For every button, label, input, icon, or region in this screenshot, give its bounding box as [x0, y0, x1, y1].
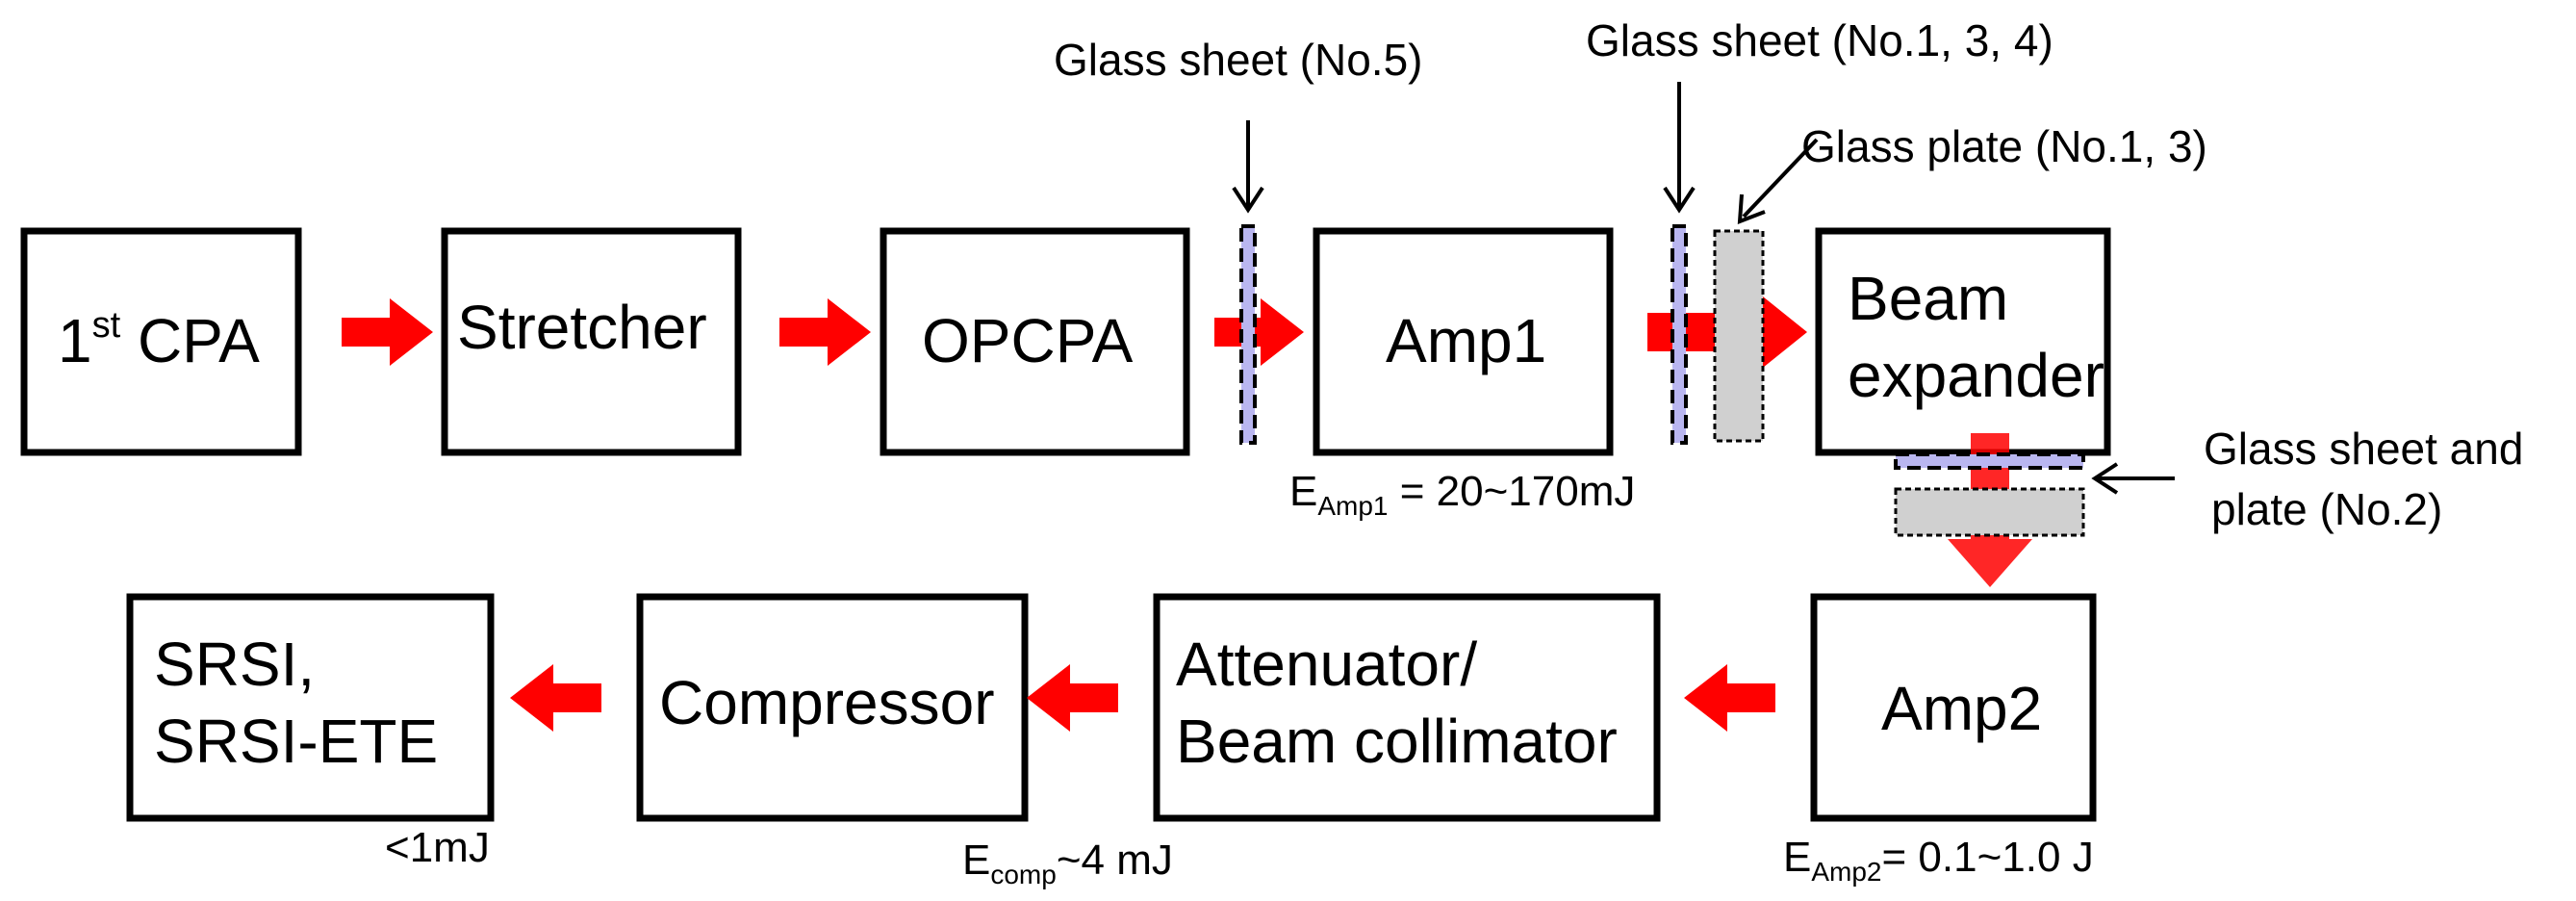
beam-expander-label-line1: Beam [1848, 264, 2008, 333]
srsi-label-line2: SRSI-ETE [154, 707, 438, 776]
glass-sheet-no2 [1894, 452, 2085, 470]
energy-comp: Ecomp~4 mJ [962, 837, 1173, 889]
box-compressor: Compressor [636, 593, 1029, 822]
box-beam-expander: Beam expander [1815, 227, 2111, 456]
svg-text:1st CPA: 1st CPA [58, 305, 260, 375]
pointer-glass-no2 [2091, 462, 2175, 495]
compressor-label: Compressor [659, 668, 995, 737]
beam-arrow-amp2-to-attenuator [1684, 664, 1775, 732]
energy-comp-symbol: E [962, 837, 990, 884]
stretcher-label: Stretcher [457, 293, 707, 362]
cpa-label-number: 1 [58, 306, 92, 375]
cpa-label-rest: CPA [120, 306, 260, 375]
pointer-glass-plate-no13 [1737, 138, 1819, 224]
beam-arrow-stretcher-to-opcpa [779, 298, 871, 366]
beam-arrow-cpa-to-stretcher [342, 298, 433, 366]
box-opcpa: OPCPA [880, 227, 1190, 456]
energy-amp1-sub: Amp1 [1317, 491, 1388, 521]
label-glass-sheet-plate-no2-line2: plate (No.2) [2211, 484, 2442, 534]
energy-comp-sub: comp [990, 860, 1056, 889]
energy-amp2-sub: Amp2 [1811, 857, 1881, 887]
label-glass-plate-no13: Glass plate (No.1, 3) [1801, 121, 2207, 171]
amp2-label: Amp2 [1881, 674, 2042, 743]
cpa-label-superscript: st [92, 305, 121, 346]
glass-plate-no2 [1894, 487, 2085, 537]
opcpa-label: OPCPA [922, 306, 1134, 375]
box-attenuator: Attenuator/ Beam collimator [1153, 593, 1661, 822]
label-glass-sheet-plate-no2-line1: Glass sheet and [2204, 424, 2523, 474]
beam-expander-label-line2: expander [1848, 341, 2104, 410]
glass-sheet-no134 [1671, 224, 1688, 445]
beam-arrow-compressor-to-srsi [510, 664, 601, 732]
energy-srsi: <1mJ [385, 824, 490, 871]
beam-arrow-opcpa-to-amp1 [1214, 298, 1304, 366]
box-amp1: Amp1 [1313, 227, 1614, 456]
energy-amp1-value: = 20~170mJ [1389, 468, 1636, 515]
box-amp2: Amp2 [1810, 593, 2097, 822]
energy-amp1-symbol: E [1289, 468, 1317, 515]
energy-amp2-symbol: E [1783, 834, 1811, 881]
amp1-label: Amp1 [1386, 306, 1546, 375]
label-glass-sheet-no134: Glass sheet (No.1, 3, 4) [1586, 15, 2053, 65]
srsi-label-line1: SRSI, [154, 630, 315, 699]
energy-amp1: EAmp1 = 20~170mJ [1289, 468, 1635, 521]
pointer-glass-sheet-no134 [1663, 82, 1696, 214]
box-srsi: SRSI, SRSI-ETE [126, 593, 495, 822]
glass-sheet-no5 [1239, 224, 1257, 445]
glass-plate-no13 [1713, 229, 1765, 443]
beam-arrow-attenuator-to-compressor [1027, 664, 1118, 732]
box-stretcher: Stretcher [441, 227, 742, 456]
label-glass-sheet-no5: Glass sheet (No.5) [1054, 35, 1422, 85]
energy-amp2-value: = 0.1~1.0 J [1882, 834, 2094, 881]
energy-comp-value: ~4 mJ [1057, 837, 1173, 884]
attenuator-label-line1: Attenuator/ [1176, 630, 1477, 699]
pointer-glass-sheet-no5 [1232, 120, 1264, 214]
energy-amp2: EAmp2= 0.1~1.0 J [1783, 834, 2094, 887]
attenuator-label-line2: Beam collimator [1176, 707, 1618, 776]
box-1st-cpa: 1st CPA [20, 227, 302, 456]
